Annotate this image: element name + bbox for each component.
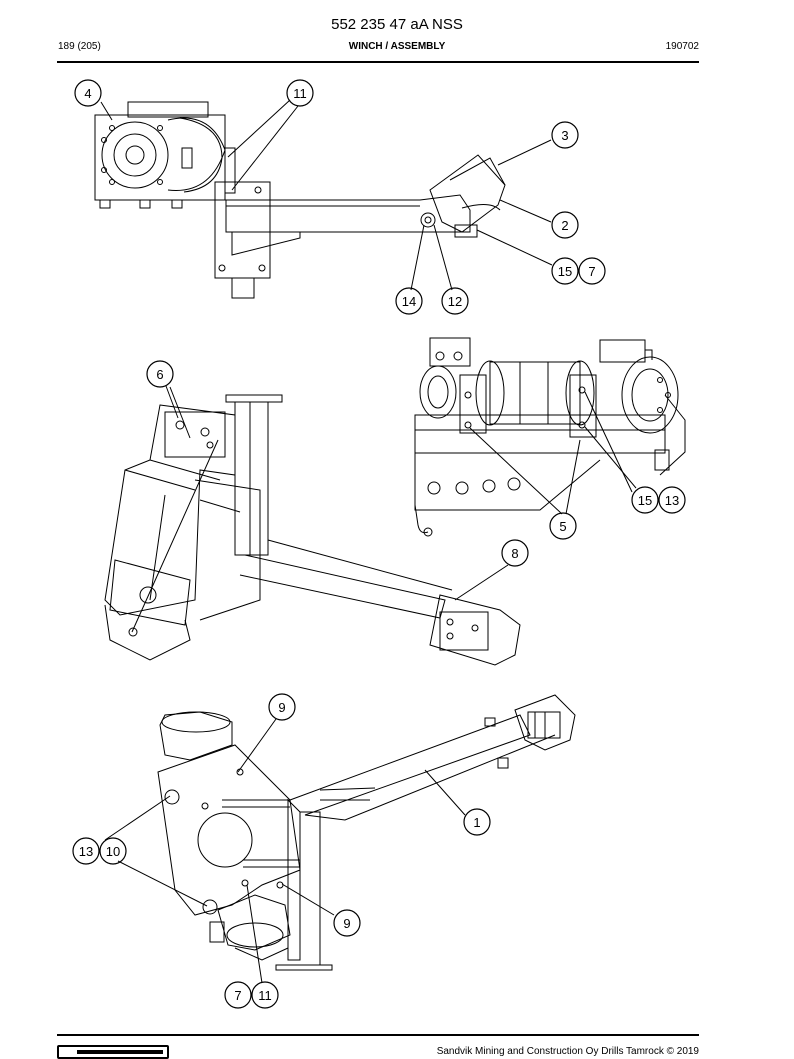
callout-3: 3 <box>561 128 568 143</box>
callout-11: 11 <box>293 86 307 101</box>
callout-7: 7 <box>234 988 241 1003</box>
leader-lines <box>100 99 637 984</box>
view-iso-1 <box>104 394 521 666</box>
callout-6: 6 <box>156 367 163 382</box>
callout-13: 13 <box>665 493 679 508</box>
callout-1: 1 <box>473 815 480 830</box>
callout-circles <box>72 79 686 1009</box>
callout-11: 11 <box>258 988 272 1003</box>
callout-4: 4 <box>84 86 91 101</box>
footer-rule <box>57 1034 699 1036</box>
callout-2: 2 <box>561 218 568 233</box>
callout-12: 12 <box>448 294 462 309</box>
callout-8: 8 <box>511 546 518 561</box>
document-number: 552 235 47 aA NSS <box>331 16 463 33</box>
callout-7: 7 <box>588 264 595 279</box>
footer-copyright: Sandvik Mining and Construction Oy Drill… <box>436 1046 699 1057</box>
sandvik-logo-icon <box>57 1045 169 1059</box>
date-code: 190702 <box>665 41 699 52</box>
callout-15: 15 <box>558 264 572 279</box>
view-side <box>94 101 506 299</box>
callout-5: 5 <box>559 519 566 534</box>
callout-15: 15 <box>638 493 652 508</box>
callout-13: 13 <box>79 844 93 859</box>
page-number: 189 (205) <box>58 41 101 52</box>
view-front <box>414 337 686 537</box>
callout-9: 9 <box>278 700 285 715</box>
callout-14: 14 <box>402 294 416 309</box>
callout-labels: 4 11 3 2 15 7 14 12 6 15 13 5 8 9 1 13 1… <box>79 86 679 1003</box>
header-rule <box>57 61 699 63</box>
section-title: WINCH / ASSEMBLY <box>348 41 446 52</box>
view-iso-2 <box>157 694 576 971</box>
callout-10: 10 <box>106 844 120 859</box>
callout-9: 9 <box>343 916 350 931</box>
